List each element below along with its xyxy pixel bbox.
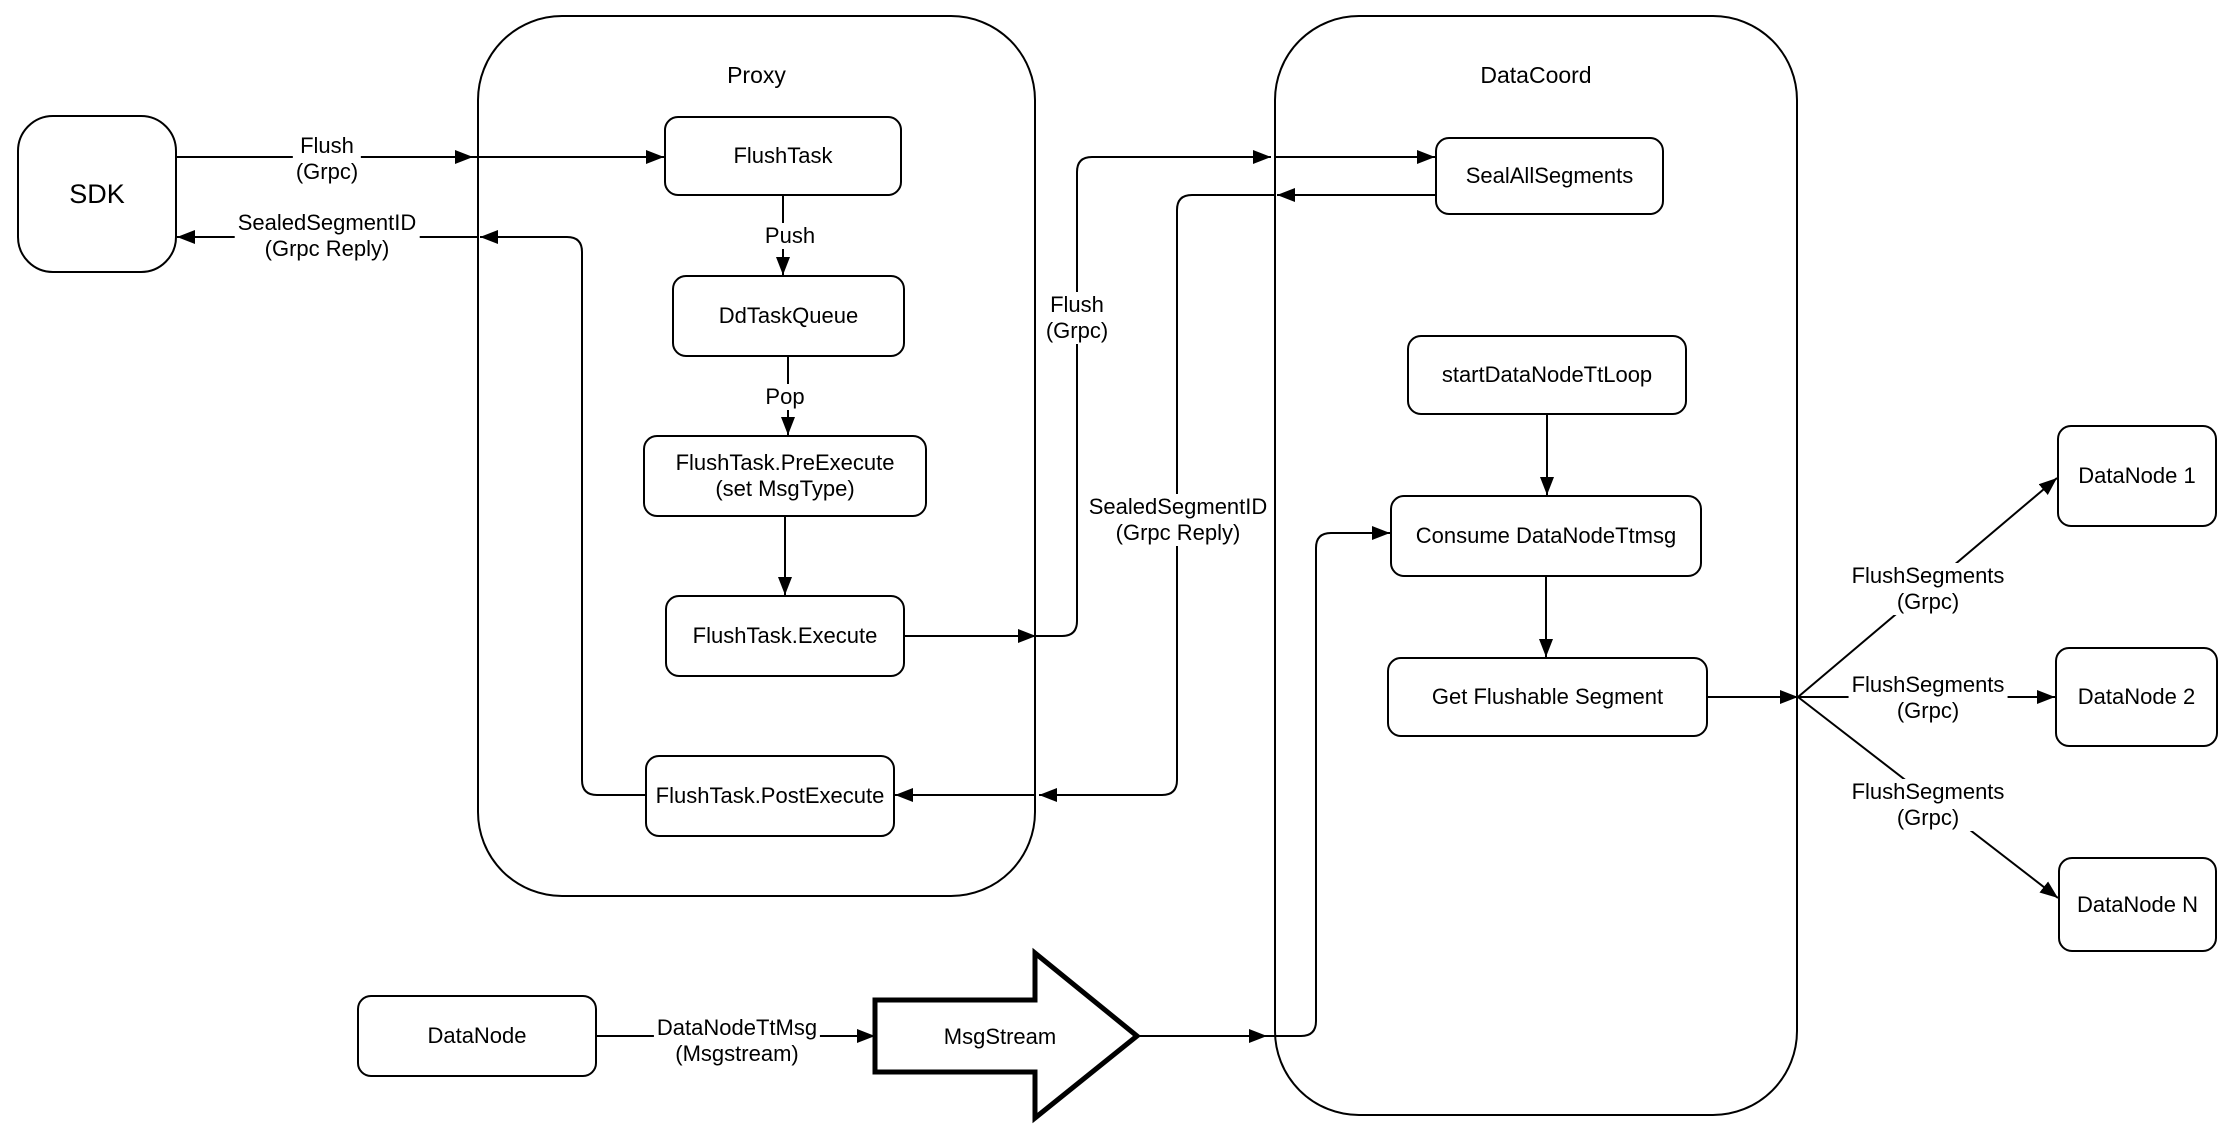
node-execute: FlushTask.Execute [665, 595, 905, 677]
edge-label-line: Flush [300, 133, 354, 158]
node-sdk: SDK [17, 115, 177, 273]
edge-label-line: SealedSegmentID [237, 210, 417, 235]
edge-label-sealed-segment-id-proxy: SealedSegmentID (Grpc Reply) [1085, 494, 1271, 546]
edge-label-datanode-tt-msg: DataNodeTtMsg (Msgstream) [653, 1015, 821, 1067]
edge-label-line: (Msgstream) [675, 1041, 799, 1066]
edge-proxyedge-to-datacoordedge [1036, 150, 1271, 637]
edge-label-line: Push [764, 223, 816, 248]
node-pre-execute-label-line2: (set MsgType) [715, 476, 855, 501]
edge-label-line: FlushSegments [1851, 779, 2005, 804]
node-seal-all-segments: SealAllSegments [1435, 137, 1664, 215]
node-consume-datanode-ttmsg: Consume DataNodeTtmsg [1390, 495, 1702, 577]
node-start-datanode-tt-loop-label: startDataNodeTtLoop [1441, 362, 1653, 387]
edge-label-line: FlushSegments [1851, 563, 2005, 588]
edge-label-line: (Grpc) [1896, 805, 1960, 830]
msgstream-arrow-shape [872, 947, 1141, 1124]
edge-label-flush-grpc-sdk: Flush (Grpc) [292, 133, 362, 185]
node-start-datanode-tt-loop: startDataNodeTtLoop [1407, 335, 1687, 415]
edge-label-line: Pop [765, 384, 805, 409]
edge-label-flush-segments-1: FlushSegments (Grpc) [1848, 563, 2008, 615]
node-pre-execute-label-line1: FlushTask.PreExecute [675, 450, 895, 475]
node-post-execute-label: FlushTask.PostExecute [655, 783, 885, 808]
node-post-execute: FlushTask.PostExecute [645, 755, 895, 837]
edge-label-line: FlushSegments [1851, 672, 2005, 697]
edge-label-sealed-segment-id-sdk: SealedSegmentID (Grpc Reply) [234, 210, 420, 262]
node-dd-task-queue: DdTaskQueue [672, 275, 905, 357]
edge-label-line: Flush [1050, 292, 1104, 317]
proxy-container [477, 15, 1036, 897]
node-datanode-2: DataNode 2 [2055, 647, 2218, 747]
node-datanode-n: DataNode N [2058, 857, 2217, 952]
edge-label-flush-segments-2: FlushSegments (Grpc) [1848, 672, 2008, 724]
node-datanode-1: DataNode 1 [2057, 425, 2217, 527]
node-datanode-source: DataNode [357, 995, 597, 1077]
edge-label-pop: Pop [762, 384, 808, 410]
edge-label-line: (Grpc Reply) [264, 236, 390, 261]
node-consume-datanode-ttmsg-label: Consume DataNodeTtmsg [1415, 523, 1677, 548]
node-datanode-n-label: DataNode N [2076, 891, 2199, 917]
node-datanode-source-label: DataNode [427, 1023, 527, 1048]
node-datanode-1-label: DataNode 1 [2078, 463, 2196, 488]
edge-label-line: (Grpc) [1896, 698, 1960, 723]
datacoord-container [1274, 15, 1798, 1116]
node-get-flushable-segment: Get Flushable Segment [1387, 657, 1708, 737]
node-execute-label: FlushTask.Execute [692, 623, 878, 648]
edge-label-line: DataNodeTtMsg [656, 1015, 818, 1040]
node-flush-task: FlushTask [664, 116, 902, 196]
edge-postexecute-to-proxyedge [480, 230, 645, 796]
node-pre-execute: FlushTask.PreExecute (set MsgType) [643, 435, 927, 517]
edge-label-line: SealedSegmentID [1088, 494, 1268, 519]
node-seal-all-segments-label: SealAllSegments [1465, 163, 1634, 188]
edge-label-line: (Grpc) [1045, 318, 1109, 343]
node-sdk-label: SDK [69, 179, 125, 209]
node-datanode-2-label: DataNode 2 [2077, 684, 2196, 709]
edge-label-flush-segments-3: FlushSegments (Grpc) [1848, 779, 2008, 831]
node-get-flushable-segment-label: Get Flushable Segment [1431, 684, 1664, 709]
edge-datacoordedge-to-consume [1267, 526, 1390, 1037]
edge-label-flush-grpc-datacoord: Flush (Grpc) [1042, 292, 1112, 344]
node-flush-task-label: FlushTask [733, 143, 833, 168]
edge-label-line: (Grpc Reply) [1115, 520, 1241, 545]
edge-label-push: Push [761, 223, 819, 249]
proxy-container-title: Proxy [727, 62, 786, 88]
edge-label-line: (Grpc) [295, 159, 359, 184]
msgstream-arrow-label: MsgStream [943, 1024, 1057, 1049]
node-dd-task-queue-label: DdTaskQueue [718, 303, 859, 328]
edge-label-line: (Grpc) [1896, 589, 1960, 614]
datacoord-container-title: DataCoord [1480, 62, 1592, 88]
